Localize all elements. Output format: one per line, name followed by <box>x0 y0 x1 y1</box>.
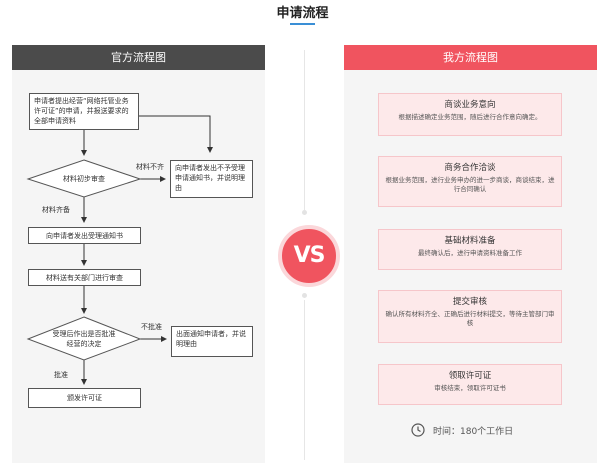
decision2-diamond <box>26 316 142 361</box>
clock-icon <box>411 423 425 440</box>
our-step-4: 提交审核 确认所有材料齐全、正确后进行材料提交，等待主管部门审核 <box>378 290 562 343</box>
our-step-title: 商谈业务意向 <box>444 100 496 110</box>
our-step-5: 领取许可证 审核结束，领取许可证书 <box>378 364 562 405</box>
title-underline <box>290 23 315 25</box>
label-denied: 不批准 <box>141 323 162 331</box>
our-step-desc: 根据描述确定业务范围，随后进行合作意向确定。 <box>398 113 542 121</box>
official-header: 官方流程图 <box>12 45 265 70</box>
vs-badge: VS <box>278 225 340 287</box>
our-step-2: 商务合作洽谈 根据业务范围，进行业务申办的进一步商谈，商谈结束，进行合同确认 <box>378 156 562 207</box>
vs-dot-bottom <box>302 293 307 298</box>
reject-notice: 向申请者发出不予受理申请通知书，并说明理由 <box>170 160 253 198</box>
our-step-1: 商谈业务意向 根据描述确定业务范围，随后进行合作意向确定。 <box>378 93 562 136</box>
label-complete: 材料齐备 <box>42 206 70 214</box>
label-approved: 批准 <box>54 371 68 379</box>
decision2-label: 受理后作出是否批准经营的决定 <box>52 330 116 348</box>
page-title: 申请流程 <box>276 6 329 21</box>
decision1-label: 材料初步审查 <box>63 175 105 183</box>
our-step-title: 领取许可证 <box>448 371 492 381</box>
time-row: 时间：180个工作日 <box>411 423 513 440</box>
vs-divider-bottom <box>304 300 305 460</box>
our-step-desc: 确认所有材料齐全、正确后进行材料提交，等待主管部门审核 <box>385 310 555 327</box>
our-step-desc: 根据业务范围，进行业务申办的进一步商谈，商谈结束，进行合同确认 <box>385 176 555 193</box>
official-step1: 申请者提出经营“网络托管业务许可证”的申请，并报送要求的全部申请资料 <box>29 93 139 130</box>
our-step-title: 商务合作洽谈 <box>444 163 496 173</box>
our-step-3: 基础材料准备 最终确认后，进行申请资料准备工作 <box>378 229 562 270</box>
our-step-title: 提交审核 <box>452 297 487 307</box>
label-incomplete: 材料不齐 <box>136 163 164 171</box>
our-step-title: 基础材料准备 <box>444 236 496 246</box>
vs-divider-top <box>304 50 305 210</box>
official-step2: 向申请者发出受理通知书 <box>28 227 141 244</box>
time-text: 时间：180个工作日 <box>433 427 514 437</box>
our-step-desc: 最终确认后，进行申请资料准备工作 <box>418 249 522 257</box>
decision1-diamond <box>26 159 142 198</box>
official-step4: 颁发许可证 <box>28 388 141 408</box>
official-step3: 材料送有关部门进行审查 <box>28 269 141 286</box>
our-header: 我方流程图 <box>344 45 597 70</box>
deny-notice: 出面通知申请者，并说明理由 <box>171 326 253 357</box>
vs-dot-top <box>302 210 307 215</box>
our-step-desc: 审核结束，领取许可证书 <box>434 384 506 392</box>
